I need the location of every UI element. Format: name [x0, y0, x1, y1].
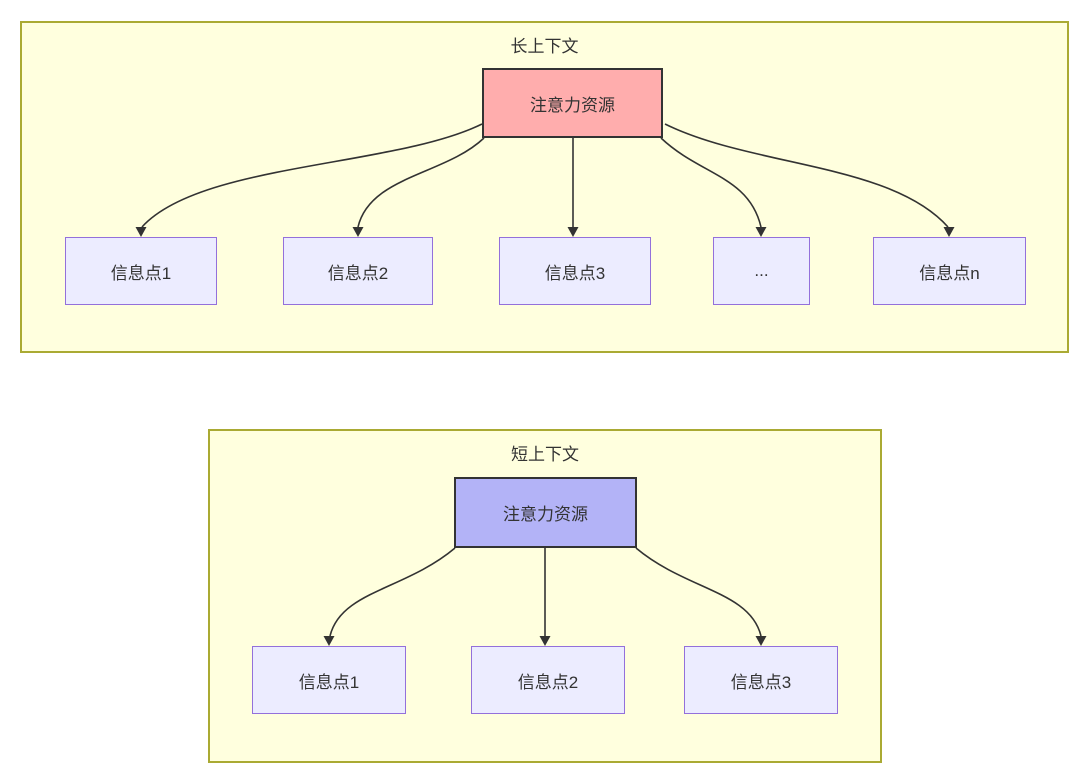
short-info-label-1: 信息点1 — [298, 672, 360, 692]
long-info-node-n: 信息点n — [873, 237, 1026, 305]
long-info-node-1: 信息点1 — [65, 237, 217, 305]
short-info-node-2: 信息点2 — [471, 646, 625, 714]
long-info-node-2: 信息点2 — [283, 237, 433, 305]
short-attention-label: 注意力资源 — [503, 505, 588, 524]
long-info-label-2: 信息点2 — [327, 263, 389, 283]
long-info-label-ellipsis: ... — [754, 261, 769, 280]
short-context-title: 短上下文 — [511, 445, 579, 464]
long-context-title: 长上下文 — [510, 37, 579, 56]
short-info-node-3: 信息点3 — [684, 646, 838, 714]
short-info-node-1: 信息点1 — [252, 646, 406, 714]
short-info-label-3: 信息点3 — [730, 672, 792, 692]
long-info-node-3: 信息点3 — [499, 237, 651, 305]
short-attention-node: 注意力资源 — [454, 477, 637, 548]
long-info-label-1: 信息点1 — [110, 263, 172, 283]
short-info-label-2: 信息点2 — [517, 672, 579, 692]
long-info-label-3: 信息点3 — [544, 263, 606, 283]
long-attention-label: 注意力资源 — [530, 95, 615, 115]
long-info-label-n: 信息点n — [919, 263, 980, 283]
long-attention-node: 注意力资源 — [482, 68, 663, 138]
long-info-node-ellipsis: ... — [713, 237, 810, 305]
